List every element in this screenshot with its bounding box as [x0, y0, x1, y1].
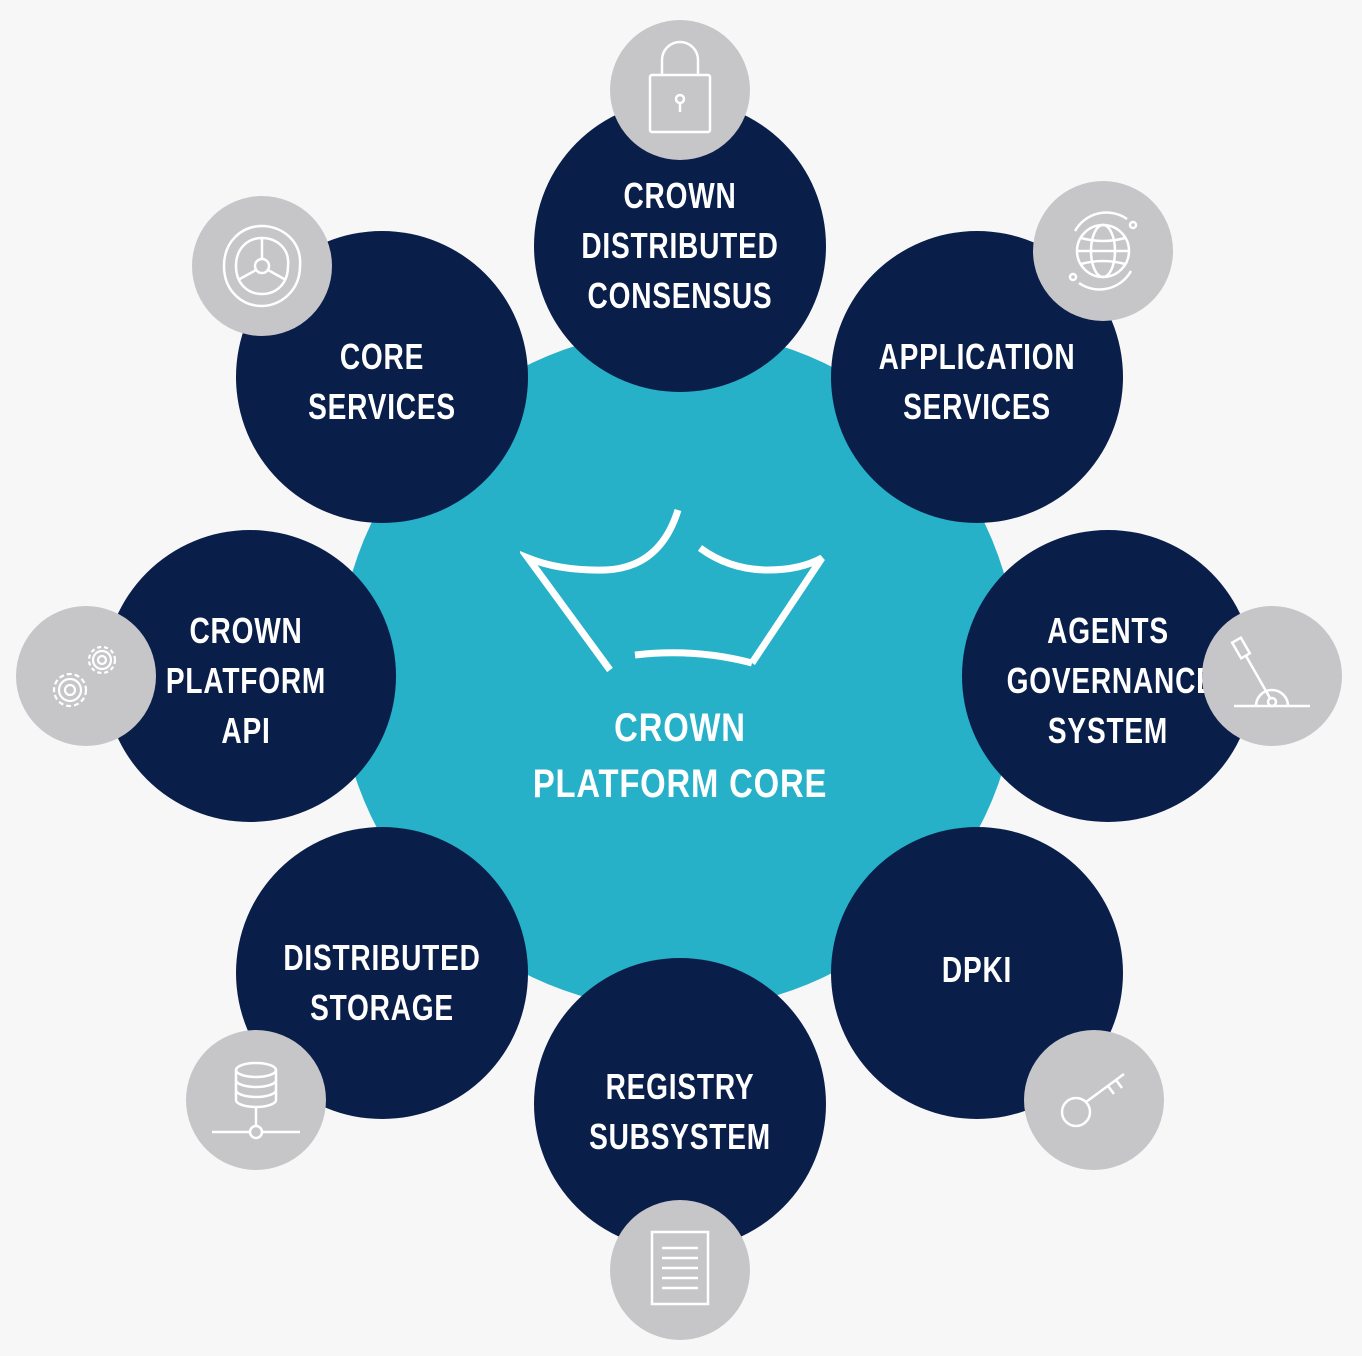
key-icon: [1060, 1072, 1125, 1128]
badge-lever: [1202, 606, 1342, 746]
core-label-line-1: CROWN: [614, 706, 746, 750]
node-agents-governance-label: AGENTS GOVERNANCE SYSTEM: [1006, 610, 1216, 751]
gears-icon: [52, 645, 117, 708]
badge-document: [610, 1200, 750, 1340]
badge-key: [1024, 1030, 1164, 1170]
badge-database: [186, 1030, 326, 1170]
crown-icon: [520, 508, 825, 673]
badge-globe: [1033, 181, 1173, 321]
core-label: CROWN PLATFORM CORE: [516, 700, 844, 812]
badge-lock: [610, 20, 750, 160]
node-consensus-label: CROWN DISTRIBUTED CONSENSUS: [581, 175, 779, 316]
node-application-services-label: APPLICATION SERVICES: [878, 336, 1076, 427]
node-dpki-label: DPKI: [941, 949, 1013, 990]
document-icon: [650, 1230, 710, 1306]
lock-icon: [648, 40, 712, 134]
core-label-line-2: PLATFORM CORE: [532, 762, 828, 806]
lever-icon: [1230, 635, 1310, 708]
globe-icon: [1068, 211, 1138, 291]
badge-radar: [192, 196, 332, 336]
database-icon: [212, 1061, 300, 1140]
node-core-services-label: CORE SERVICES: [308, 336, 456, 427]
node-registry-label: REGISTRY SUBSYSTEM: [589, 1066, 771, 1157]
node-platform-api-label: CROWN PLATFORM API: [165, 610, 327, 751]
radar-icon: [222, 224, 302, 308]
node-distributed-storage-label: DISTRIBUTED STORAGE: [283, 937, 481, 1028]
badge-gears: [16, 606, 156, 746]
